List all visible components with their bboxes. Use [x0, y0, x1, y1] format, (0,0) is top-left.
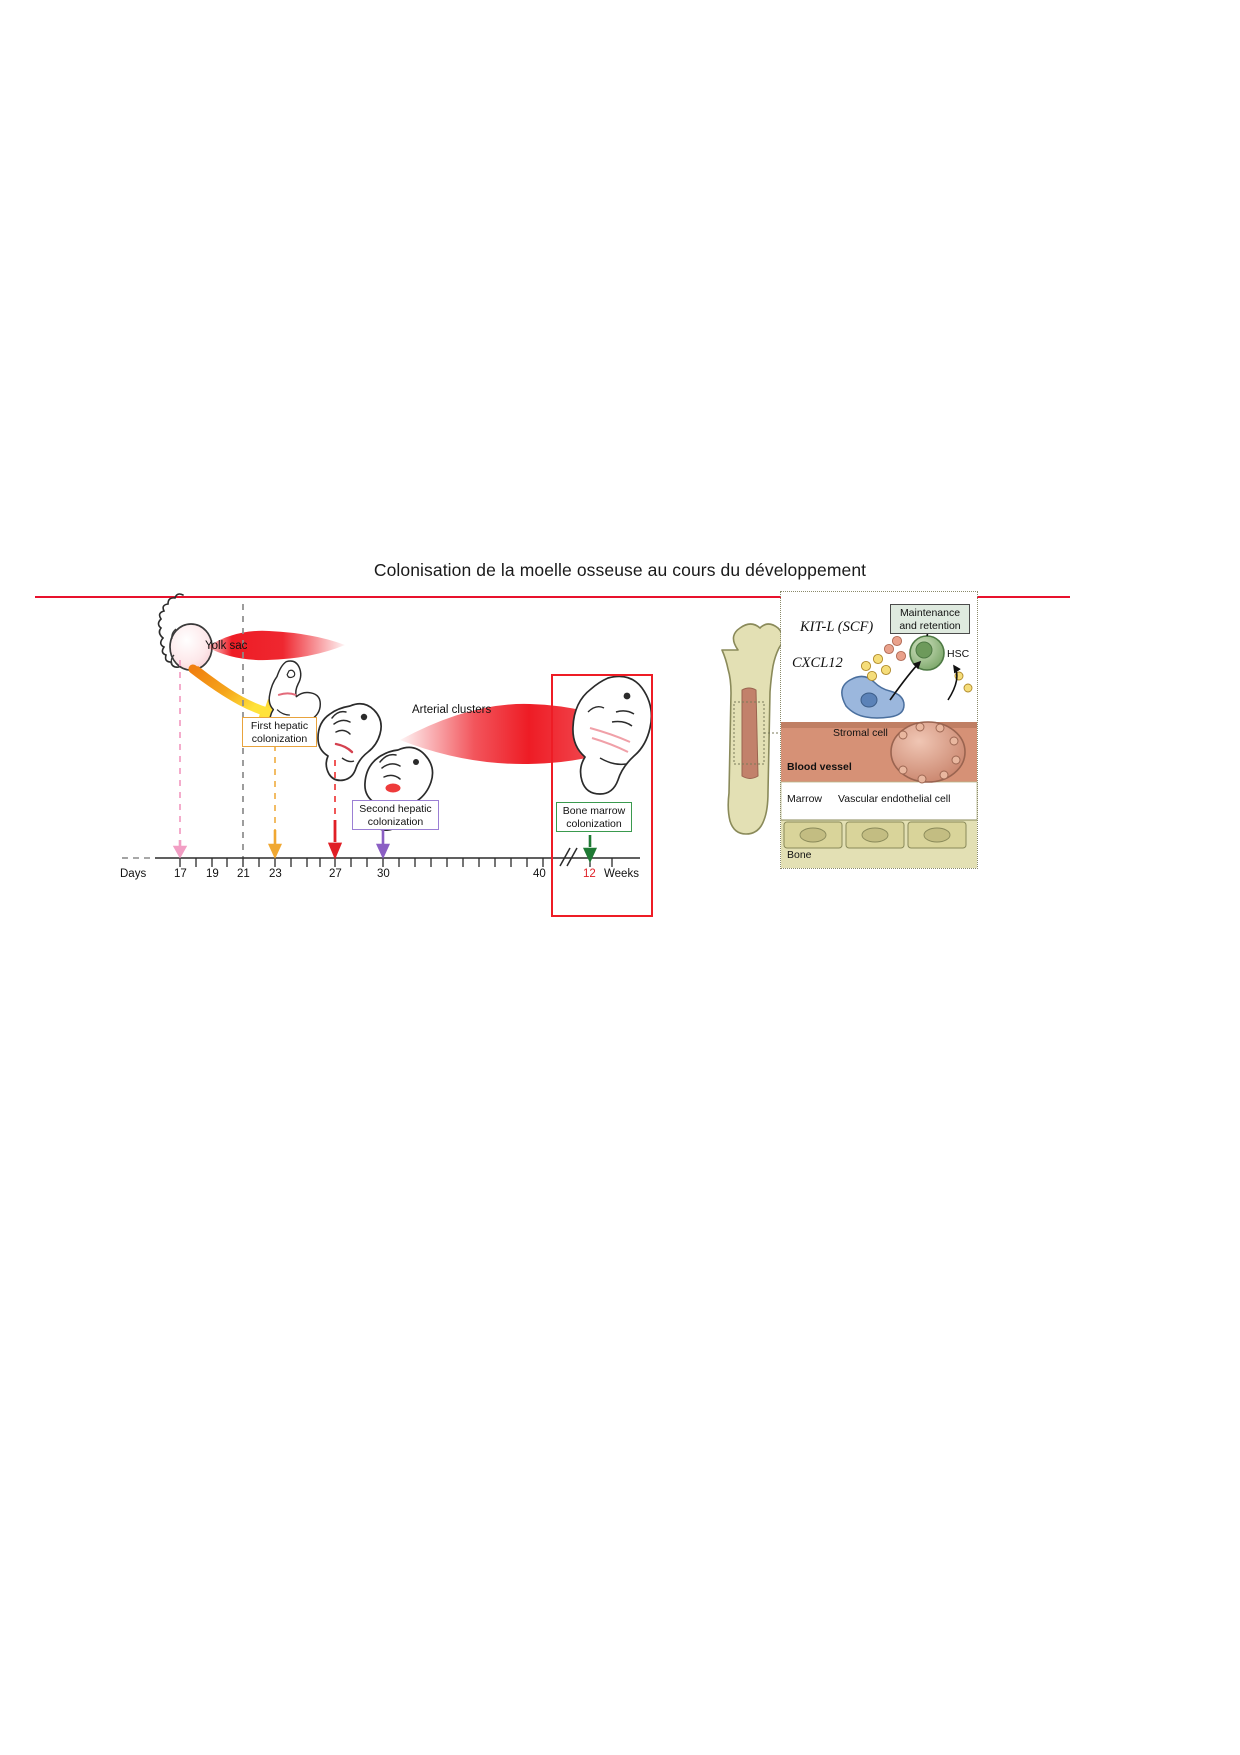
axis-tick-19: 19: [206, 868, 219, 880]
kitl-dots: [883, 635, 907, 662]
second-hepatic-line2: colonization: [367, 815, 424, 828]
stromal-cell-label: Stromal cell: [833, 727, 888, 739]
axis-tick-40: 40: [533, 868, 546, 880]
arterial-clusters-label: Arterial clusters: [412, 704, 492, 716]
first-hepatic-line1: First hepatic: [250, 720, 309, 732]
yolk-sac-gradient-band: [207, 630, 345, 661]
first-hepatic-colonization-box: First hepatic colonization: [242, 717, 317, 747]
bone-marrow-line1: Bone marrow: [562, 805, 626, 817]
bone-marrow-colonization-box: Bone marrow colonization: [556, 802, 632, 832]
axis-days-label: Days: [120, 868, 147, 880]
axis-weeks-value: 12: [583, 868, 596, 880]
yolk-sac-illustration: [157, 593, 213, 671]
axis-break-marker: [559, 847, 578, 867]
second-hepatic-line1: Second hepatic: [359, 803, 432, 815]
cytokine-dots: [860, 653, 892, 682]
axis-tick-17: 17: [174, 868, 187, 880]
bone-marrow-line2: colonization: [566, 817, 622, 830]
bone-label: Bone: [787, 849, 812, 861]
timeline-guides: [179, 604, 384, 858]
axis-tick-21: 21: [237, 868, 250, 880]
femur-illustration: [721, 623, 786, 835]
cxcl12-label: CXCL12: [792, 655, 843, 671]
bone-marrow-schematic-frame: [780, 591, 978, 869]
vascular-endothelial-cell-label: Vascular endothelial cell: [838, 793, 951, 805]
timeline-event-arrows: [172, 820, 598, 864]
stromal-to-hsc-arrow: [889, 660, 922, 701]
timeline-axis: [122, 847, 640, 867]
axis-weeks-label: Weeks: [604, 868, 639, 880]
axis-tick-30: 30: [377, 868, 390, 880]
page-title: Colonisation de la moelle osseuse au cou…: [373, 560, 867, 580]
maintenance-line1: Maintenance: [899, 607, 961, 619]
blood-vessel-label: Blood vessel: [787, 761, 852, 773]
yolk-sac-label: Yolk sac: [205, 640, 248, 652]
embryo-illustration-day27: [317, 702, 382, 782]
kit-l-scf-label: KIT-L (SCF): [800, 619, 874, 635]
hsc-label: HSC: [947, 648, 970, 660]
title-divider: [35, 596, 1070, 598]
embryo-illustration-1: [268, 660, 322, 733]
marrow-label: Marrow: [787, 793, 823, 805]
maintenance-line2: and retention: [899, 619, 961, 632]
axis-tick-23: 23: [269, 868, 282, 880]
title-block: Colonisation de la moelle osseuse au cou…: [0, 560, 1240, 598]
bone-marrow-colonization-highlight-frame: [551, 674, 653, 917]
first-hepatic-line2: colonization: [251, 732, 308, 745]
vessel-to-hsc-arrow: [947, 664, 961, 701]
maintenance-retention-box: Maintenance and retention: [890, 604, 970, 634]
second-hepatic-colonization-box: Second hepatic colonization: [352, 800, 439, 830]
axis-tick-27: 27: [329, 868, 342, 880]
